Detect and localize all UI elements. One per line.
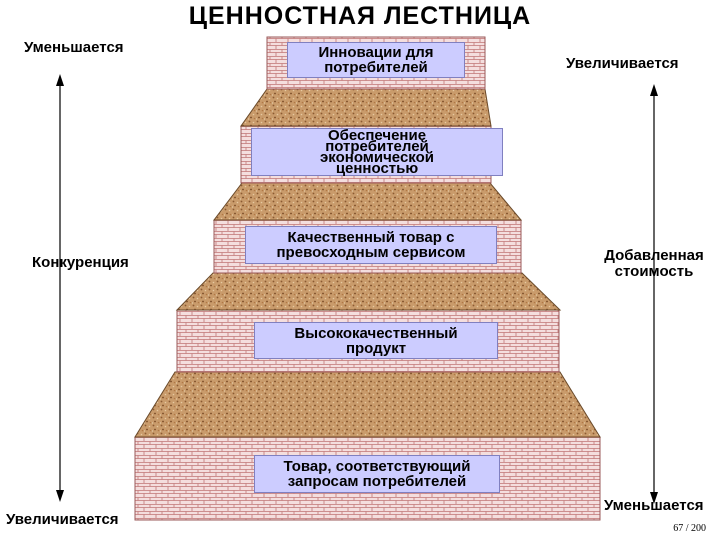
tread-1 — [240, 88, 492, 127]
left-top-label: Уменьшается — [24, 39, 124, 56]
right-bottom-label: Уменьшается — [604, 497, 704, 514]
left-middle-label: Конкуренция — [32, 254, 129, 271]
page-number: 67 / 200 — [673, 523, 706, 534]
step-2-line3: экономической — [320, 149, 434, 166]
step-2-line4: ценностью — [335, 160, 419, 177]
diagram-title: ЦЕННОСТНАЯ ЛЕСТНИЦА — [188, 2, 532, 30]
right-middle-label: Добавленная стоимость — [590, 248, 718, 280]
right-arrow-head-top — [650, 84, 658, 96]
left-arrow-head-top — [56, 74, 64, 86]
step-3-line1: Качественный товар с — [287, 229, 455, 246]
step-1-line2: потребителей — [324, 59, 428, 76]
left-bottom-label: Увеличивается — [6, 511, 119, 528]
step-1-line1: Инновации для — [318, 44, 434, 61]
right-arrow-head-bottom — [650, 492, 658, 504]
step-4-line2: продукт — [345, 339, 407, 357]
step-4-line1: Высококачественный — [294, 324, 458, 342]
step-2-line2: потребителей — [325, 138, 429, 155]
step-5-line2: запросам потребителей — [287, 473, 467, 490]
tread-4 — [134, 371, 601, 438]
right-middle-line1: Добавленная — [604, 247, 704, 264]
tread-3 — [175, 272, 562, 311]
right-top-label: Увеличивается — [566, 55, 679, 72]
step-2-line1: Обеспечение — [327, 127, 427, 144]
step-3-line2: превосходным сервисом — [276, 244, 466, 261]
left-arrow-head-bottom — [56, 490, 64, 502]
tread-2 — [212, 182, 523, 221]
right-middle-line2: стоимость — [614, 263, 694, 280]
step-5-line1: Товар, соответствующий — [283, 458, 471, 475]
